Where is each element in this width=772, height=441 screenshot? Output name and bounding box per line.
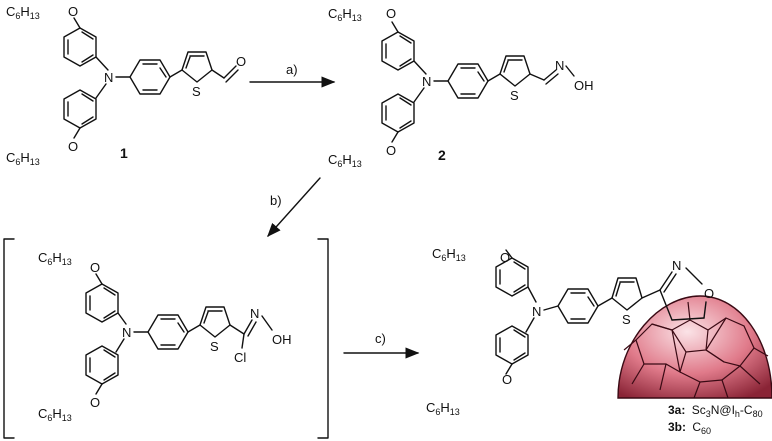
p3-hexyl-top: C6H13 bbox=[432, 246, 466, 263]
int-sulfur: S bbox=[210, 339, 219, 354]
c1-hexyl-bottom: C6H13 bbox=[6, 150, 40, 167]
int-hexyl-top: C6H13 bbox=[38, 250, 72, 267]
c2-oxime-n: N bbox=[555, 58, 564, 73]
int-o-bottom: O bbox=[90, 395, 100, 410]
int-oxime-n: N bbox=[250, 306, 259, 321]
int-nitrogen: N bbox=[122, 325, 131, 340]
compound-1: O C6H13 N O C6H13 S O 1 bbox=[6, 4, 246, 167]
c1-hexyl-top: C6H13 bbox=[6, 4, 40, 21]
compound-2: O C6H13 N O C6H13 S N OH 2 bbox=[328, 6, 594, 169]
p3-sulfur: S bbox=[622, 312, 631, 327]
p3-isoxazole-o: O bbox=[704, 286, 714, 301]
compound-2-number: 2 bbox=[438, 147, 446, 163]
label-3a: 3a: Sc3N@Ih-C80 bbox=[668, 403, 763, 419]
c2-hexyl-top: C6H13 bbox=[328, 6, 362, 23]
c1-aldehyde-o: O bbox=[236, 54, 246, 69]
fullerene-cage bbox=[617, 295, 772, 399]
p3-hexyl-bottom: C6H13 bbox=[426, 400, 460, 417]
compound-1-number: 1 bbox=[120, 145, 128, 161]
arrow-b bbox=[267, 177, 321, 238]
c1-o-bottom: O bbox=[68, 139, 78, 154]
intermediate-brackets bbox=[3, 238, 329, 439]
p3-nitrogen: N bbox=[532, 304, 541, 319]
condition-a: a) bbox=[286, 62, 298, 77]
c2-o-top: O bbox=[386, 6, 396, 21]
compound-3: O C6H13 N O C6H13 S bbox=[426, 246, 772, 436]
int-chlorine: Cl bbox=[234, 350, 246, 365]
p3-isoxazole-n: N bbox=[672, 258, 681, 273]
c1-nitrogen: N bbox=[104, 70, 113, 85]
compound-intermediate: O C6H13 N O C6H13 S N OH Cl bbox=[38, 250, 292, 423]
c1-sulfur: S bbox=[192, 84, 201, 99]
c2-hexyl-bottom: C6H13 bbox=[328, 152, 362, 169]
c2-sulfur: S bbox=[510, 88, 519, 103]
c2-o-bottom: O bbox=[386, 143, 396, 158]
c2-nitrogen: N bbox=[422, 74, 431, 89]
condition-b: b) bbox=[270, 193, 282, 208]
int-oxime-oh: OH bbox=[272, 332, 292, 347]
int-o-top: O bbox=[90, 260, 100, 275]
p3-o-top: O bbox=[500, 250, 510, 265]
condition-c: c) bbox=[375, 331, 386, 346]
int-hexyl-bottom: C6H13 bbox=[38, 406, 72, 423]
label-3b: 3b: C60 bbox=[668, 420, 711, 436]
c2-oxime-oh: OH bbox=[574, 78, 594, 93]
c1-o-top: O bbox=[68, 4, 78, 19]
p3-o-bottom: O bbox=[502, 372, 512, 387]
